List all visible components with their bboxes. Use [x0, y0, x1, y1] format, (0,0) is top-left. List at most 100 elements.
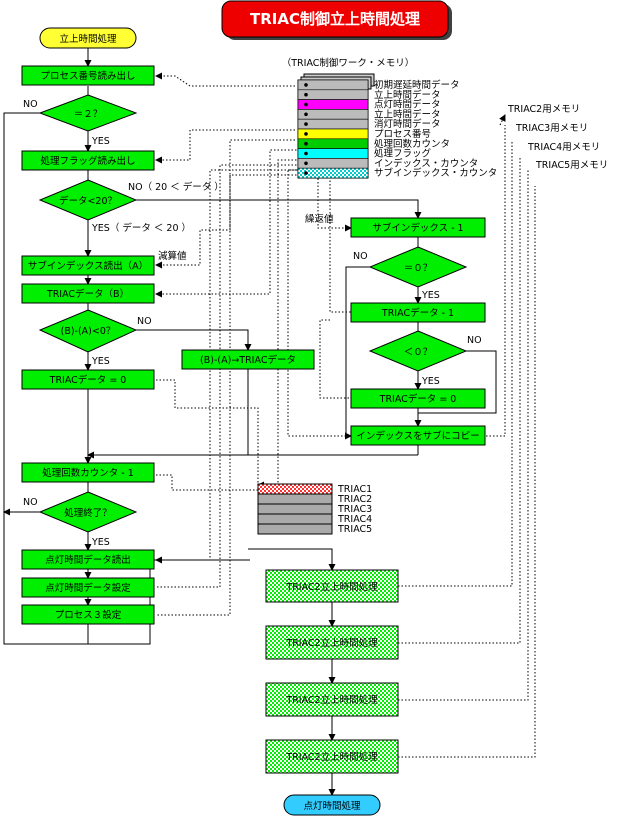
decision-b-minus-a-label: (B)-(A)<0？	[61, 326, 116, 337]
flag-read-label: 処理フラッグ読み出し	[40, 155, 135, 167]
memory-row-marker	[304, 112, 308, 117]
triac-table-row: TRIAC2	[337, 494, 372, 505]
memory-row-marker	[304, 122, 308, 126]
work-memory-block: （TRIAC制御ワーク・メモリ） 初期遅延時間データ立上時間データ点灯時間データ…	[282, 57, 497, 179]
label-yes: YES	[421, 290, 440, 301]
memory-row-marker	[304, 171, 308, 175]
process-3-set-box: プロセス３設定	[21, 604, 155, 625]
memory-row	[297, 138, 369, 149]
label-no: NO	[467, 335, 482, 346]
b-minus-a-to-triac-box: (B)-(A)→TRIACデータ	[181, 349, 315, 370]
subindex-decrement-label: サブインデックス - 1	[372, 222, 463, 234]
label-yes: YES	[421, 376, 440, 387]
decision-equals-2-label: ＝２？	[74, 109, 103, 120]
memory-field-label: インデックス・カウンタ	[374, 157, 478, 169]
triac-process-label: TRIAC2立上時間処理	[285, 581, 378, 593]
title-text: TRIAC制御立上時間処理	[250, 10, 420, 28]
memory-field-label: 処理フラッグ	[374, 148, 432, 160]
memory-caption: （TRIAC制御ワーク・メモリ）	[282, 57, 414, 69]
copy-index-box: インデックスをサブにコピー	[350, 425, 486, 446]
memory-row-marker	[304, 161, 308, 166]
title-banner: TRIAC制御立上時間処理	[221, 0, 452, 40]
decision-data-lt-20: データ<20？	[38, 179, 138, 221]
label-yes: YES	[91, 537, 110, 548]
triac-zero-box: TRIACデータ = 0	[21, 369, 155, 390]
start-terminal-label: 立上時間処理	[59, 33, 117, 45]
triac-data-b-box: TRIACデータ（B）	[21, 283, 155, 304]
subindex-read-label: サブインデックス読出（A）	[28, 260, 148, 272]
triac-zero-2-label: TRIACデータ = 0	[379, 393, 457, 405]
memory-label: TRIAC2用メモリ	[507, 104, 580, 115]
subindex-decrement-box: サブインデックス - 1	[350, 217, 486, 238]
decision-equals-0-label: ＝０？	[404, 263, 433, 274]
lit-data-set-label: 点灯時間データ設定	[45, 582, 131, 594]
memory-row	[297, 167, 369, 179]
triac-zero-2-box: TRIACデータ = 0	[350, 388, 486, 409]
process-number-read-box: プロセス番号読み出し	[21, 65, 155, 86]
memory-row	[297, 128, 369, 140]
lit-data-read-label: 点灯時間データ読出	[45, 554, 131, 566]
flag-read-box: 処理フラッグ読み出し	[21, 150, 155, 171]
memory-row	[297, 89, 369, 100]
process-number-read-label: プロセス番号読み出し	[40, 70, 135, 82]
memory-row	[297, 158, 369, 169]
memory-field-label: 立上時間データ	[374, 108, 441, 120]
lit-data-set-box: 点灯時間データ設定	[21, 577, 155, 598]
memory-row	[297, 148, 369, 159]
triac-data-b-label: TRIACデータ（B）	[46, 288, 129, 300]
triac-table-row: TRIAC5	[337, 524, 372, 535]
label-no: NO	[137, 316, 152, 327]
memory-label: TRIAC3用メモリ	[515, 123, 588, 134]
label-repeat-value: 繰返値	[305, 213, 334, 225]
count-decrement-box: 処理回数カウンタ - 1	[21, 462, 155, 483]
memory-row-marker	[304, 83, 308, 87]
memory-field-label: 消灯時間データ	[374, 118, 441, 130]
decision-end: 処理終了？	[38, 491, 138, 533]
b-minus-a-to-triac-label: (B)-(A)→TRIACデータ	[200, 354, 296, 366]
triac-table-row: TRIAC3	[337, 504, 372, 515]
decision-b-minus-a: (B)-(A)<0？	[38, 309, 138, 353]
decision-lt-0: ＜０？	[368, 330, 468, 372]
memory-row	[297, 118, 369, 130]
triac-zero-label: TRIACデータ = 0	[49, 374, 127, 386]
label-yes-lt20: YES（ データ ＜ 20 ）	[91, 222, 191, 234]
label-yes: YES	[91, 356, 110, 367]
label-yes: YES	[91, 136, 110, 147]
memory-field-label: 初期遅延時間データ	[374, 79, 460, 91]
memory-label: TRIAC4用メモリ	[527, 142, 600, 153]
triac-process-4: TRIAC2立上時間処理	[265, 739, 399, 774]
memory-row-marker	[304, 132, 308, 136]
label-decrement-value: 減算値	[158, 250, 187, 262]
decision-equals-2: ＝２？	[38, 94, 138, 132]
memory-row-marker	[304, 102, 308, 107]
triac-process-2: TRIAC2立上時間処理	[265, 625, 399, 660]
memory-label: TRIAC5用メモリ	[535, 160, 608, 171]
memory-field-label: 処理回数カウンタ	[374, 138, 450, 150]
memory-row-marker	[304, 141, 308, 146]
triac-table: TRIAC1 TRIAC2 TRIAC3 TRIAC4 TRIAC5	[257, 483, 372, 535]
memory-row	[297, 99, 369, 110]
triac-table-row: TRIAC1	[337, 484, 372, 495]
triac-decrement-label: TRIACデータ - 1	[381, 307, 454, 319]
count-decrement-label: 処理回数カウンタ - 1	[42, 467, 134, 479]
memory-row	[297, 109, 369, 120]
label-no: NO	[23, 99, 38, 110]
memory-row-marker	[304, 151, 308, 156]
triac-process-1: TRIAC2立上時間処理	[265, 569, 399, 603]
triac-table-row: TRIAC4	[337, 514, 372, 525]
memory-row-marker	[304, 92, 308, 97]
decision-lt-0-label: ＜０？	[404, 347, 433, 358]
triac-process-label: TRIAC2立上時間処理	[285, 694, 378, 706]
copy-index-label: インデックスをサブにコピー	[356, 430, 479, 442]
subindex-read-box: サブインデックス読出（A）	[21, 255, 155, 276]
end-terminal: 点灯時間処理	[283, 794, 381, 816]
label-no-ge20: NO（ 20 ＜ データ ）	[128, 181, 224, 193]
memory-field-label: プロセス番号	[374, 128, 431, 140]
process-3-set-label: プロセス３設定	[55, 609, 122, 621]
triac-process-3: TRIAC2立上時間処理	[265, 682, 399, 717]
memory-row	[297, 79, 369, 91]
memory-field-label: 点灯時間データ	[374, 99, 441, 111]
start-terminal: 立上時間処理	[39, 27, 137, 49]
end-terminal-label: 点灯時間処理	[303, 800, 361, 812]
